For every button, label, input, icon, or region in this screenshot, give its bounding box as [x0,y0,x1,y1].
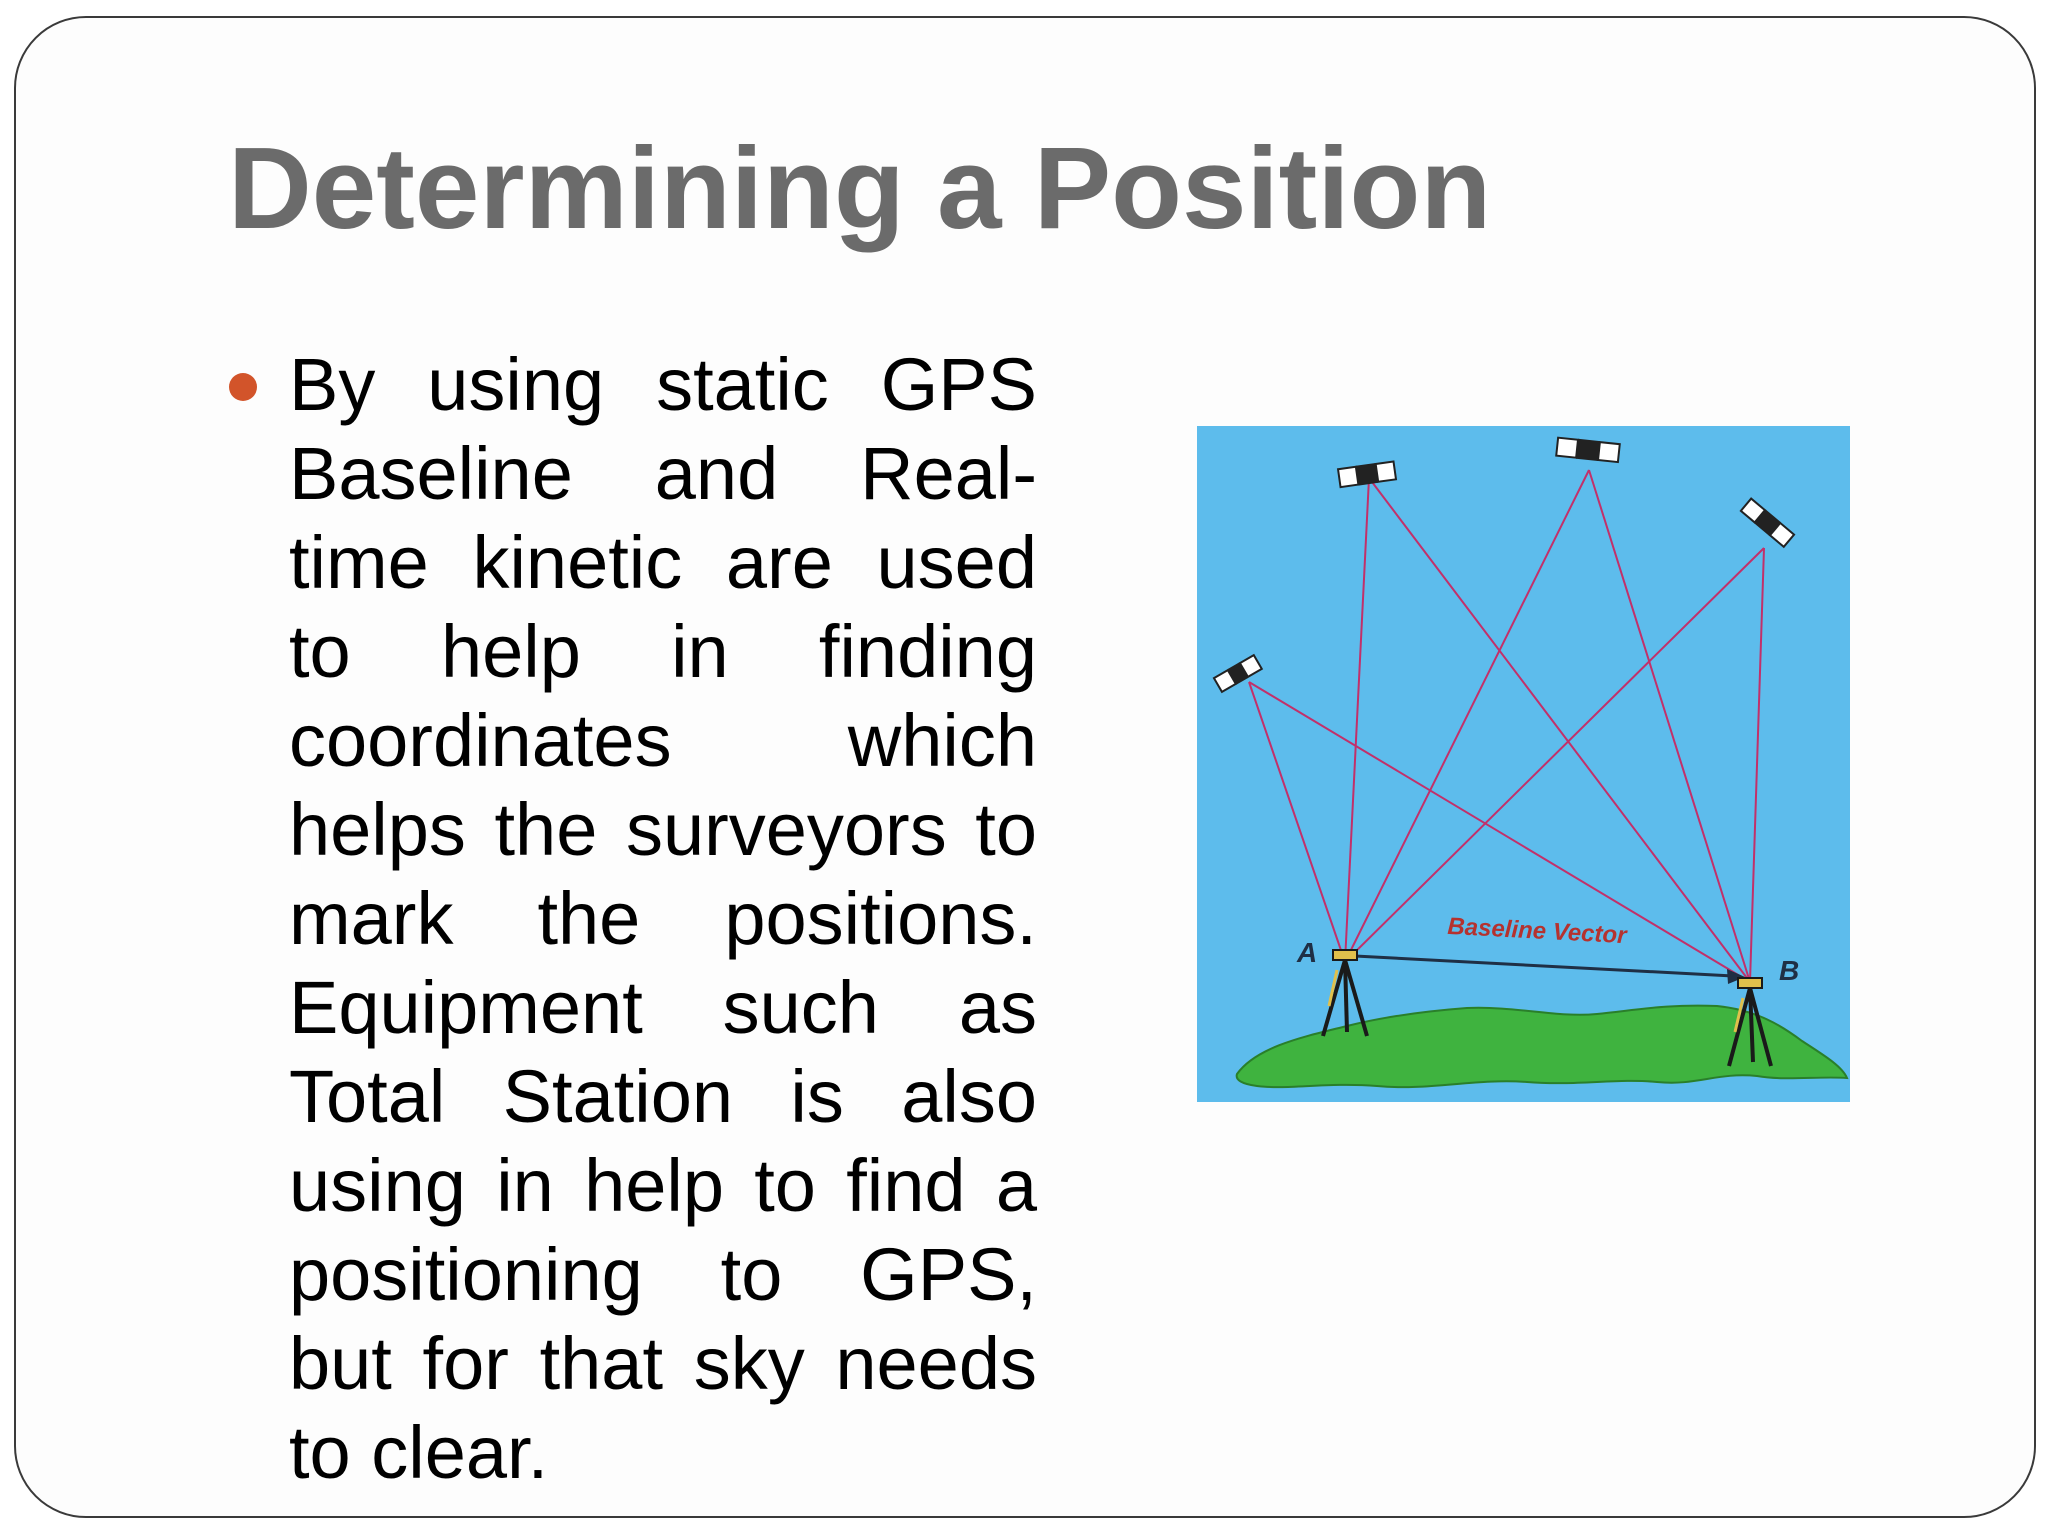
gps-baseline-diagram: Baseline Vector A B [1212,436,1849,1089]
gps-baseline-figure: Baseline Vector A B [1197,426,1850,1102]
signal-line [1368,477,1751,983]
bullet-icon [229,373,257,401]
baseline-vector-arrow [1354,954,1734,978]
satellite-icon [1336,460,1398,489]
signal-line [1248,681,1751,983]
station-a-label: A [1296,937,1317,968]
signal-line [1344,469,1590,963]
satellite-icon [1739,497,1796,549]
satellite-icon [1555,436,1621,464]
signal-lines [1248,469,1765,983]
signal-line [1248,681,1346,963]
signal-line [1344,477,1370,963]
signal-line [1588,469,1751,983]
station-b-label: B [1779,955,1799,986]
tripod-receiver-icon [1321,949,1369,1037]
bullet-text: By using static GPS Baseline and Real-ti… [289,343,1037,1494]
signal-line [1344,547,1765,963]
signal-line [1749,547,1765,983]
slide-title: Determining a Position [228,123,1492,253]
ground-terrain [1235,1004,1849,1089]
baseline-vector-label: Baseline Vector [1447,913,1629,949]
baseline-arrowhead [1727,969,1745,984]
tripod-receiver-icon [1727,977,1773,1067]
satellite-icon [1212,653,1264,694]
